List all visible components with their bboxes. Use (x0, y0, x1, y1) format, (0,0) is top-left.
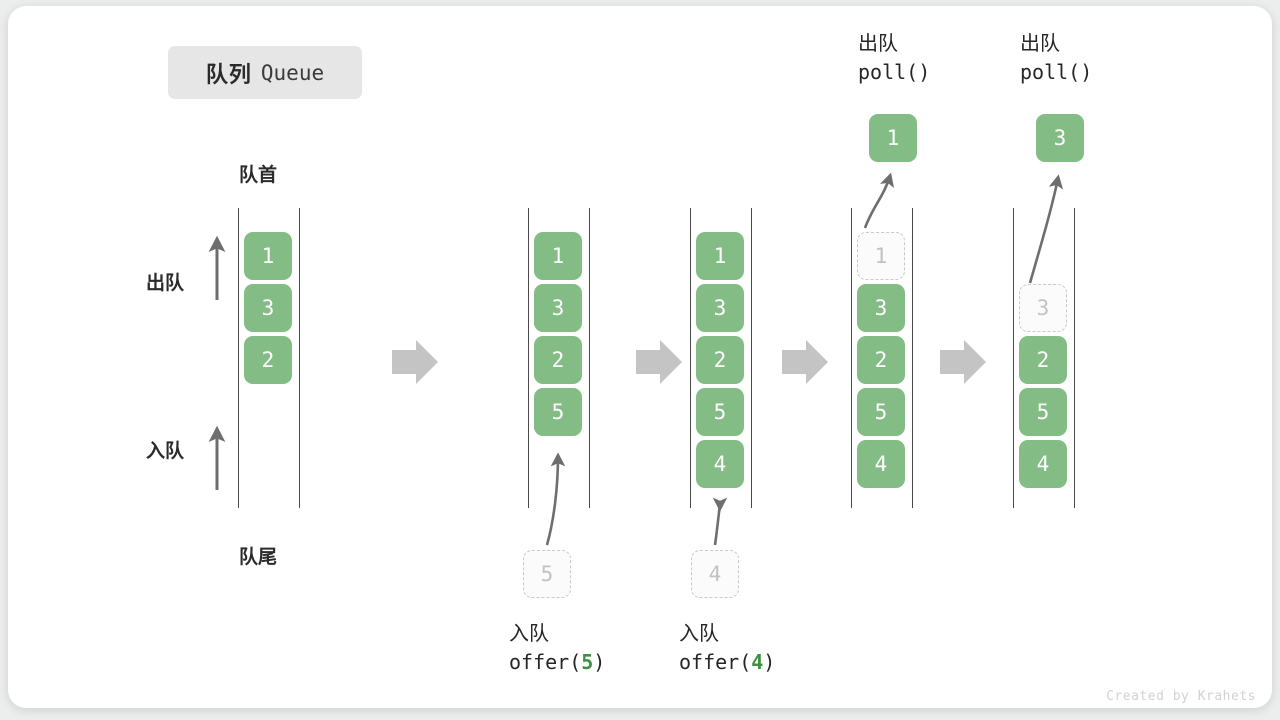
rail-right (299, 208, 300, 508)
queue-cell: 2 (696, 336, 744, 384)
step-arrow-4 (940, 340, 986, 384)
operation-poll-1: 出队 poll() (858, 30, 930, 87)
diagram-title-chip: 队列 Queue (168, 46, 362, 99)
queue-cell: 3 (534, 284, 582, 332)
queue-column-3: 1 3 2 5 4 (690, 208, 752, 508)
queue-cell: 2 (857, 336, 905, 384)
queue-cell: 4 (857, 440, 905, 488)
operation-label-cn: 入队 (679, 623, 719, 645)
queue-cell: 5 (857, 388, 905, 436)
queue-cell: 1 (534, 232, 582, 280)
rail-right (1074, 208, 1075, 508)
title-english: Queue (260, 60, 325, 85)
queue-column-5: 3 2 5 4 (1013, 208, 1075, 508)
incoming-element-5: 5 (523, 550, 571, 598)
queue-cell-removed: 1 (857, 232, 905, 280)
queue-column-4: 1 3 2 5 4 (851, 208, 913, 508)
code-prefix: offer( (509, 650, 582, 675)
rail-right (589, 208, 590, 508)
code-prefix: offer( (679, 650, 752, 675)
queue-column-2: 1 3 2 5 (528, 208, 590, 508)
operation-offer-5: 入队 offer(5) (509, 620, 605, 677)
rail-left (851, 208, 852, 508)
queue-cell: 3 (857, 284, 905, 332)
step-arrow-3 (782, 340, 828, 384)
queue-cell: 2 (1019, 336, 1067, 384)
operation-poll-2: 出队 poll() (1020, 30, 1092, 87)
enqueue-motion-arrow-4 (712, 497, 728, 546)
code-number: 4 (751, 650, 764, 675)
queue-cell: 5 (1019, 388, 1067, 436)
queue-cell: 3 (244, 284, 292, 332)
operation-code: offer(5) (509, 648, 605, 676)
queue-cell: 4 (696, 440, 744, 488)
queue-cell: 2 (244, 336, 292, 384)
rail-left (528, 208, 529, 508)
operation-code: poll() (1020, 60, 1093, 85)
label-head: 队首 (239, 165, 278, 186)
rail-left (238, 208, 239, 508)
queue-cell: 5 (534, 388, 582, 436)
code-suffix: ) (593, 650, 606, 675)
code-suffix: ) (763, 650, 776, 675)
queue-cell: 1 (696, 232, 744, 280)
rail-left (1013, 208, 1014, 508)
step-arrow-2 (636, 340, 682, 384)
queue-cell: 4 (1019, 440, 1067, 488)
rail-right (912, 208, 913, 508)
queue-cell: 2 (534, 336, 582, 384)
queue-cell-removed: 3 (1019, 284, 1067, 332)
code-number: 5 (581, 650, 594, 675)
operation-label-cn: 出队 (1020, 33, 1060, 55)
label-enqueue-direction: 入队 (146, 441, 185, 462)
queue-column-1: 1 3 2 (238, 208, 300, 508)
operation-offer-4: 入队 offer(4) (679, 620, 775, 677)
operation-code: offer(4) (679, 648, 775, 676)
queue-cell: 3 (696, 284, 744, 332)
operation-code: poll() (858, 60, 931, 85)
label-dequeue-direction: 出队 (146, 273, 185, 294)
popped-element-3: 3 (1036, 114, 1084, 162)
popped-element-1: 1 (869, 114, 917, 162)
operation-label-cn: 出队 (858, 33, 898, 55)
rail-left (690, 208, 691, 508)
credit-watermark: Created by Krahets (1106, 689, 1256, 704)
queue-cell: 1 (244, 232, 292, 280)
queue-cell: 5 (696, 388, 744, 436)
operation-label-cn: 入队 (509, 623, 549, 645)
step-arrow-1 (392, 340, 438, 384)
rail-right (751, 208, 752, 508)
label-tail: 队尾 (239, 547, 278, 568)
title-chinese: 队列 (205, 61, 252, 87)
incoming-element-4: 4 (691, 550, 739, 598)
